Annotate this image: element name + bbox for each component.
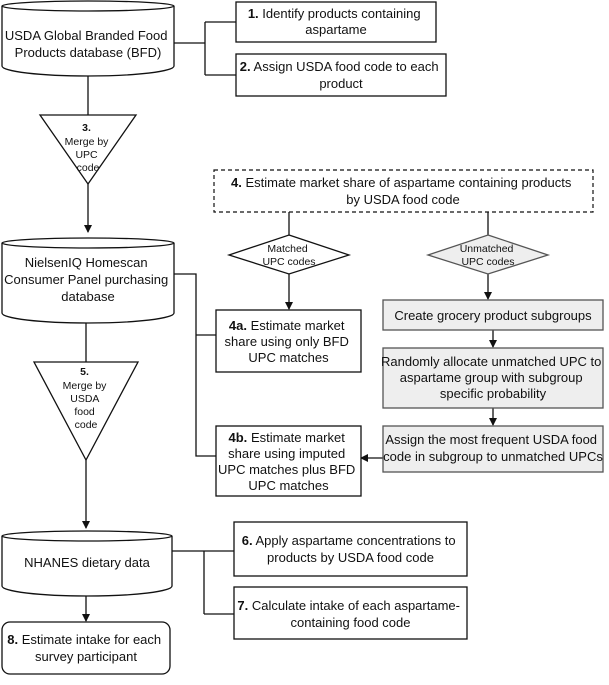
svg-text:Assign the most frequent USDA: Assign the most frequent USDA food code … [383, 432, 603, 464]
svg-text:NielsenIQ Homescan Consu: NielsenIQ Homescan Consumer Panel purcha… [4, 255, 172, 304]
step-7-line-2: containing food code [291, 615, 411, 630]
random-allocate-box: Randomly allocate unmatched UPC to aspar… [381, 347, 605, 409]
db-nhanes: NHANES dietary data [1, 530, 173, 597]
svg-text:Create grocery product subgrou: Create grocery product subgroups [394, 308, 592, 323]
step-7-box: 7. Calculate intake of each aspartame- c… [233, 586, 468, 640]
step-7-number: 7. [237, 598, 248, 613]
step-8-line-1: Estimate intake for each [22, 632, 161, 647]
merge-5-line-3: food [74, 406, 95, 418]
db-bfd-line-1: USDA Global Branded Food [5, 28, 168, 43]
db-nielsen-line-1: NielsenIQ Homescan [25, 255, 148, 270]
step-4-line-1: Estimate market share of aspartame conta… [245, 175, 571, 190]
svg-text:7. Calculate intake of each as: 7. Calculate intake of each aspartame- c… [237, 598, 463, 630]
create-subgroups-box: Create grocery product subgroups [382, 299, 604, 331]
db-nielsen: NielsenIQ Homescan Consumer Panel purcha… [1, 237, 175, 324]
svg-text:Unmatched UPC codes: Unmatched UPC codes [460, 243, 517, 268]
assign-code-line-1: Assign the most frequent USDA food [385, 432, 597, 447]
merge-3-triangle: 3. Merge by UPC code [38, 114, 138, 186]
connector-nhanes-steps [170, 550, 234, 615]
matched-line-2: UPC codes [262, 256, 315, 268]
db-bfd: USDA Global Branded Food Products databa… [1, 0, 175, 77]
merge-3-line-3: code [77, 162, 100, 174]
step-4-box: 4. Estimate market share of aspartame co… [213, 169, 594, 213]
svg-text:USDA Global Branded Food: USDA Global Branded Food Products databa… [5, 28, 171, 60]
step-4b-line-2: share using imputed [228, 446, 345, 461]
step-1-box: 1. Identify products containing aspartam… [235, 1, 437, 43]
svg-text:1. Identify products containin: 1. Identify products containing aspartam… [248, 6, 424, 37]
connector-bfd-steps [168, 21, 236, 76]
step-4b-box: 4b. Estimate market share using imputed … [215, 425, 362, 497]
step-4a-line-2: share using only BFD [225, 334, 349, 349]
merge-5-line-2: USDA [70, 393, 99, 405]
svg-text:6. Apply aspartame concentrati: 6. Apply aspartame concentrations to pro… [242, 533, 460, 565]
unmatched-diamond: Unmatched UPC codes [425, 234, 551, 275]
db-bfd-line-2: Products database (BFD) [15, 45, 162, 60]
step-4b-number: 4b. [229, 430, 248, 445]
step-2-line-2: product [319, 76, 363, 91]
step-4b-line-4: UPC matches [248, 478, 329, 493]
step-1-line-2: aspartame [305, 22, 366, 37]
step-2-number: 2. [240, 59, 251, 74]
connectors [82, 21, 497, 622]
connector-nielsen-4a-4b [173, 273, 216, 457]
merge-3-number: 3. [82, 122, 91, 134]
merge-5-line-1: Merge by [63, 380, 108, 392]
merge-3-line-1: Merge by [65, 136, 110, 148]
step-8-number: 8. [7, 632, 18, 647]
step-6-line-2: products by USDA food code [267, 550, 434, 565]
db-nielsen-line-3: database [61, 289, 115, 304]
svg-text:NHANES dietary data: NHANES dietary data [24, 555, 150, 570]
step-4-line-2: by USDA food code [346, 192, 459, 207]
unmatched-line-1: Unmatched [460, 243, 514, 255]
step-4b-line-1: Estimate market [251, 430, 345, 445]
step-8-line-2: survey participant [35, 649, 137, 664]
step-6-box: 6. Apply aspartame concentrations to pro… [233, 521, 468, 577]
db-nhanes-line-1: NHANES dietary data [24, 555, 150, 570]
db-nielsen-line-2: Consumer Panel purchasing [4, 272, 168, 287]
svg-text:5. Merge by USDA: 5. Merge by USDA food code [63, 366, 110, 431]
step-2-box: 2. Assign USDA food code to each product [235, 53, 447, 97]
assign-code-box: Assign the most frequent USDA food code … [382, 425, 604, 473]
step-4a-line-1: Estimate market [251, 318, 345, 333]
step-4b-line-3: UPC matches plus BFD [218, 462, 355, 477]
step-7-line-1: Calculate intake of each aspartame- [252, 598, 460, 613]
svg-text:3. Merge by UPC: 3. Merge by UPC code [65, 122, 112, 174]
step-4a-number: 4a. [229, 318, 247, 333]
create-subgroups-line-1: Create grocery product subgroups [394, 308, 592, 323]
unmatched-line-2: UPC codes [461, 256, 514, 268]
random-allocate-line-2: aspartame group with subgroup [400, 370, 583, 385]
step-4-number: 4. [231, 175, 242, 190]
svg-text:4. Estimate market share of as: 4. Estimate market share of aspartame co… [231, 175, 575, 207]
svg-text:2. Assign USDA food code to ea: 2. Assign USDA food code to each product [240, 59, 442, 91]
svg-text:Randomly allocate unmatched UP: Randomly allocate unmatched UPC to aspar… [381, 354, 605, 401]
svg-text:4b. Estimate market shar: 4b. Estimate market share using imputed … [218, 430, 359, 493]
svg-text:4a. Estimate market shar: 4a. Estimate market share using only BFD… [225, 318, 353, 365]
assign-code-line-2: code in subgroup to unmatched UPCs [383, 449, 603, 464]
step-1-number: 1. [248, 6, 259, 21]
matched-diamond: Matched UPC codes [226, 234, 352, 275]
matched-line-1: Matched [267, 243, 307, 255]
merge-5-number: 5. [80, 366, 89, 378]
merge-5-line-4: code [75, 419, 98, 431]
step-4a-box: 4a. Estimate market share using only BFD… [215, 309, 362, 373]
merge-5-triangle: 5. Merge by USDA food code [32, 361, 140, 462]
step-8-box: 8. Estimate intake for each survey parti… [1, 621, 171, 675]
svg-text:8. Estimate intake for each: 8. Estimate intake for each survey parti… [7, 632, 165, 664]
random-allocate-line-3: specific probability [440, 386, 547, 401]
step-4a-line-3: UPC matches [248, 350, 329, 365]
step-6-line-1: Apply aspartame concentrations to [255, 533, 455, 548]
step-1-line-1: Identify products containing [262, 6, 420, 21]
step-2-line-1: Assign USDA food code to each [254, 59, 439, 74]
step-6-number: 6. [242, 533, 253, 548]
merge-3-line-2: UPC [75, 149, 98, 161]
random-allocate-line-1: Randomly allocate unmatched UPC to [381, 354, 601, 369]
svg-text:Matched UPC codes: Matched UPC codes [262, 243, 315, 268]
